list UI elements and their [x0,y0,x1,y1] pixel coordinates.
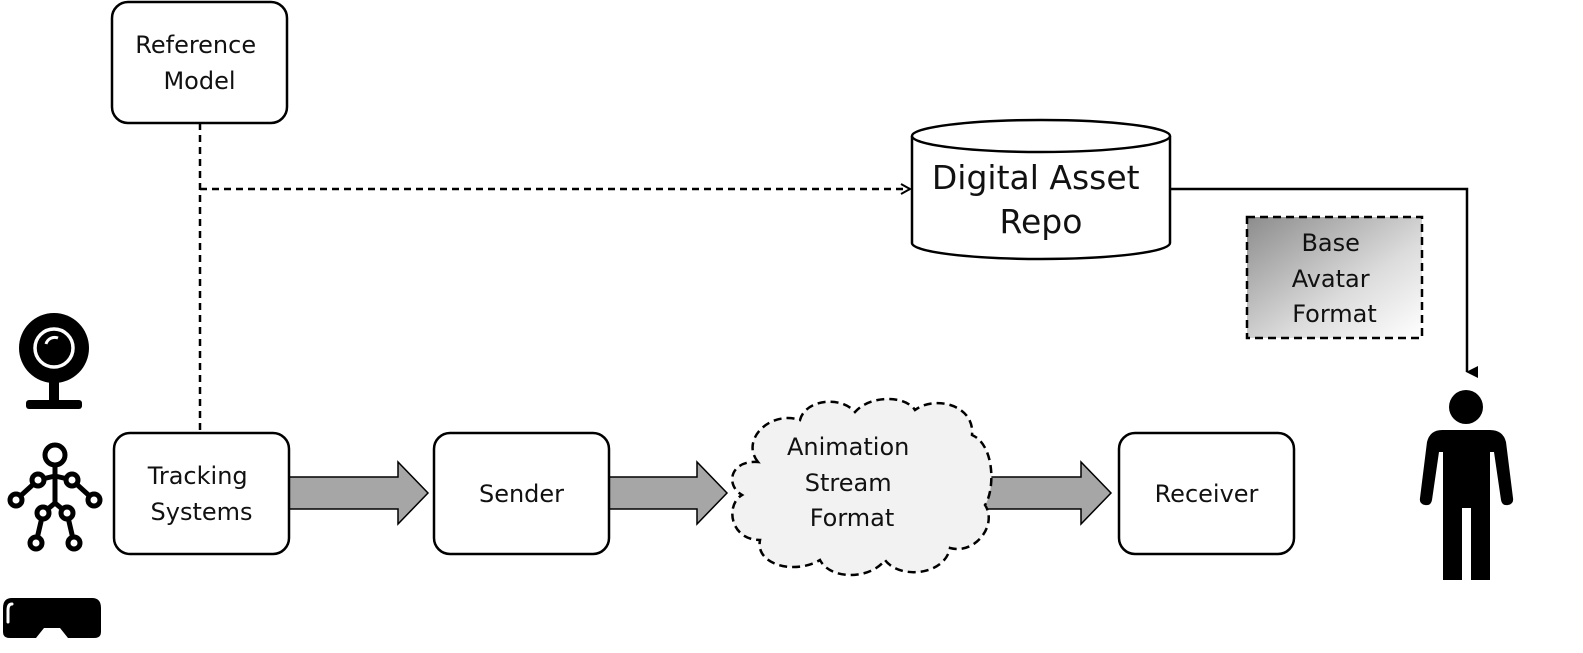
receiver-node: Receiver [1117,431,1296,556]
tracking-systems-label: Tracking Systems [147,462,256,526]
reference-model-node: Reference Model [110,0,289,125]
reference-model-label: Reference Model [135,31,264,95]
skeleton-tracking-icon [7,442,103,552]
animation-stream-format-node: Animation Stream Format [731,397,993,577]
digital-asset-repo-label: Digital Asset Repo [932,158,1150,241]
sender-to-stream-arrow [607,460,729,526]
sender-node: Sender [432,431,611,556]
base-avatar-format-node: Base Avatar Format [1245,215,1424,340]
animation-stream-format-label: Animation Stream Format [787,433,917,532]
vr-headset-icon [3,598,101,638]
tracking-to-sender-arrow [287,460,430,526]
stream-to-receiver-arrow [984,460,1113,526]
webcam-icon [19,313,89,409]
receiver-label: Receiver [1155,480,1259,508]
repo-to-user-arrow [1170,187,1478,378]
digital-asset-repo-node: Digital Asset Repo [910,118,1172,261]
tracking-systems-node: Tracking Systems [112,431,291,556]
person-icon [1419,390,1514,580]
base-avatar-format-label: Base Avatar Format [1292,229,1378,328]
sender-label: Sender [479,480,564,508]
